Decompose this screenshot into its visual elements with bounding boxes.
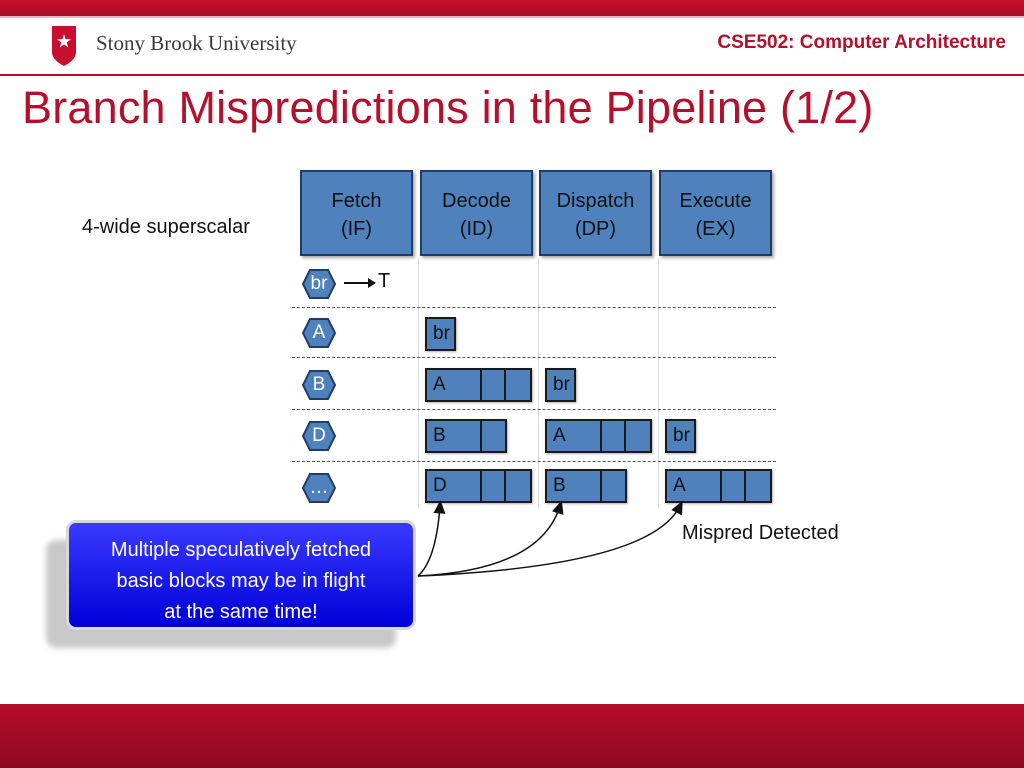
- row-divider: [292, 307, 776, 308]
- dispatch-slot-group: A: [545, 419, 652, 453]
- dispatch-slot-label: B: [553, 475, 566, 496]
- callout-line: Multiple speculatively fetched: [110, 539, 372, 561]
- dispatch-slot-group: B: [545, 469, 627, 503]
- slot-divider: [600, 421, 602, 451]
- stage-name: Dispatch: [556, 190, 635, 212]
- slide-title: Branch Mispredictions in the Pipeline (1…: [22, 82, 874, 133]
- execute-slot-label: A: [673, 475, 686, 496]
- slot-divider: [600, 471, 602, 501]
- fetch-block-hexagon: [302, 370, 336, 400]
- decode-slot-group: A: [425, 368, 532, 402]
- slot-divider: [480, 471, 482, 501]
- stage-execute: Execute (EX): [659, 170, 772, 256]
- stage-abbr: (EX): [695, 218, 736, 240]
- speculation-callout: Multiple speculatively fetched basic blo…: [66, 520, 416, 630]
- slot-divider: [480, 421, 482, 451]
- decode-slot-group: D: [425, 469, 532, 503]
- decode-slot-label: B: [433, 425, 446, 446]
- superscalar-width-label: 4-wide superscalar: [82, 216, 250, 238]
- fetch-block-hexagon: [302, 269, 336, 299]
- execute-slot-group: br: [665, 419, 696, 453]
- stage-name: Decode: [442, 190, 511, 212]
- row-divider: [292, 461, 776, 462]
- fetch-block-hexagon: [302, 473, 336, 503]
- mispred-detected-label: Mispred Detected: [682, 522, 839, 544]
- taken-label: T: [378, 270, 391, 292]
- callout-line: basic blocks may be in flight: [116, 570, 366, 592]
- callout-line: at the same time!: [164, 601, 318, 623]
- decode-slot-label: D: [433, 475, 447, 496]
- top-banner: [0, 0, 1024, 16]
- execute-slot-group: A: [665, 469, 772, 503]
- fetch-block-label: …: [309, 477, 329, 498]
- decode-slot-group: br: [425, 317, 456, 351]
- dispatch-slot-label: br: [553, 374, 570, 395]
- slot-divider: [504, 471, 506, 501]
- slot-divider: [624, 421, 626, 451]
- fetch-block-label: A: [312, 322, 326, 343]
- stage-decode: Decode (ID): [420, 170, 533, 256]
- row-divider: [292, 409, 776, 410]
- fetch-block-label: br: [310, 273, 328, 294]
- slot-divider: [744, 471, 746, 501]
- stage-name: Execute: [679, 190, 752, 212]
- header-divider: [0, 74, 1024, 76]
- university-name: Stony Brook University: [96, 31, 297, 55]
- course-title: CSE502: Computer Architecture: [717, 32, 1006, 53]
- row-divider: [292, 357, 776, 358]
- university-shield-icon: [52, 26, 76, 66]
- fetch-block-label: D: [312, 425, 326, 446]
- stage-abbr: (IF): [340, 218, 373, 240]
- stage-fetch: Fetch (IF): [300, 170, 413, 256]
- fetch-block-hexagon: [302, 421, 336, 451]
- decode-slot-label: br: [433, 323, 450, 344]
- slot-divider: [504, 370, 506, 400]
- dispatch-slot-group: br: [545, 368, 576, 402]
- stage-name: Fetch: [331, 190, 382, 212]
- slot-divider: [480, 370, 482, 400]
- top-banner-accent: [0, 16, 1024, 18]
- column-divider: [418, 258, 419, 508]
- column-divider: [538, 258, 539, 508]
- fetch-block-hexagon: [302, 318, 336, 348]
- stage-abbr: (DP): [574, 218, 617, 240]
- stage-abbr: (ID): [459, 218, 494, 240]
- slot-divider: [720, 471, 722, 501]
- bottom-banner: [0, 704, 1024, 768]
- decode-slot-label: A: [433, 374, 446, 395]
- stage-dispatch: Dispatch (DP): [539, 170, 652, 256]
- execute-slot-label: br: [673, 425, 690, 446]
- fetch-block-label: B: [312, 374, 326, 395]
- decode-slot-group: B: [425, 419, 507, 453]
- column-divider: [658, 258, 659, 508]
- dispatch-slot-label: A: [553, 425, 566, 446]
- taken-arrow-icon: [344, 278, 376, 288]
